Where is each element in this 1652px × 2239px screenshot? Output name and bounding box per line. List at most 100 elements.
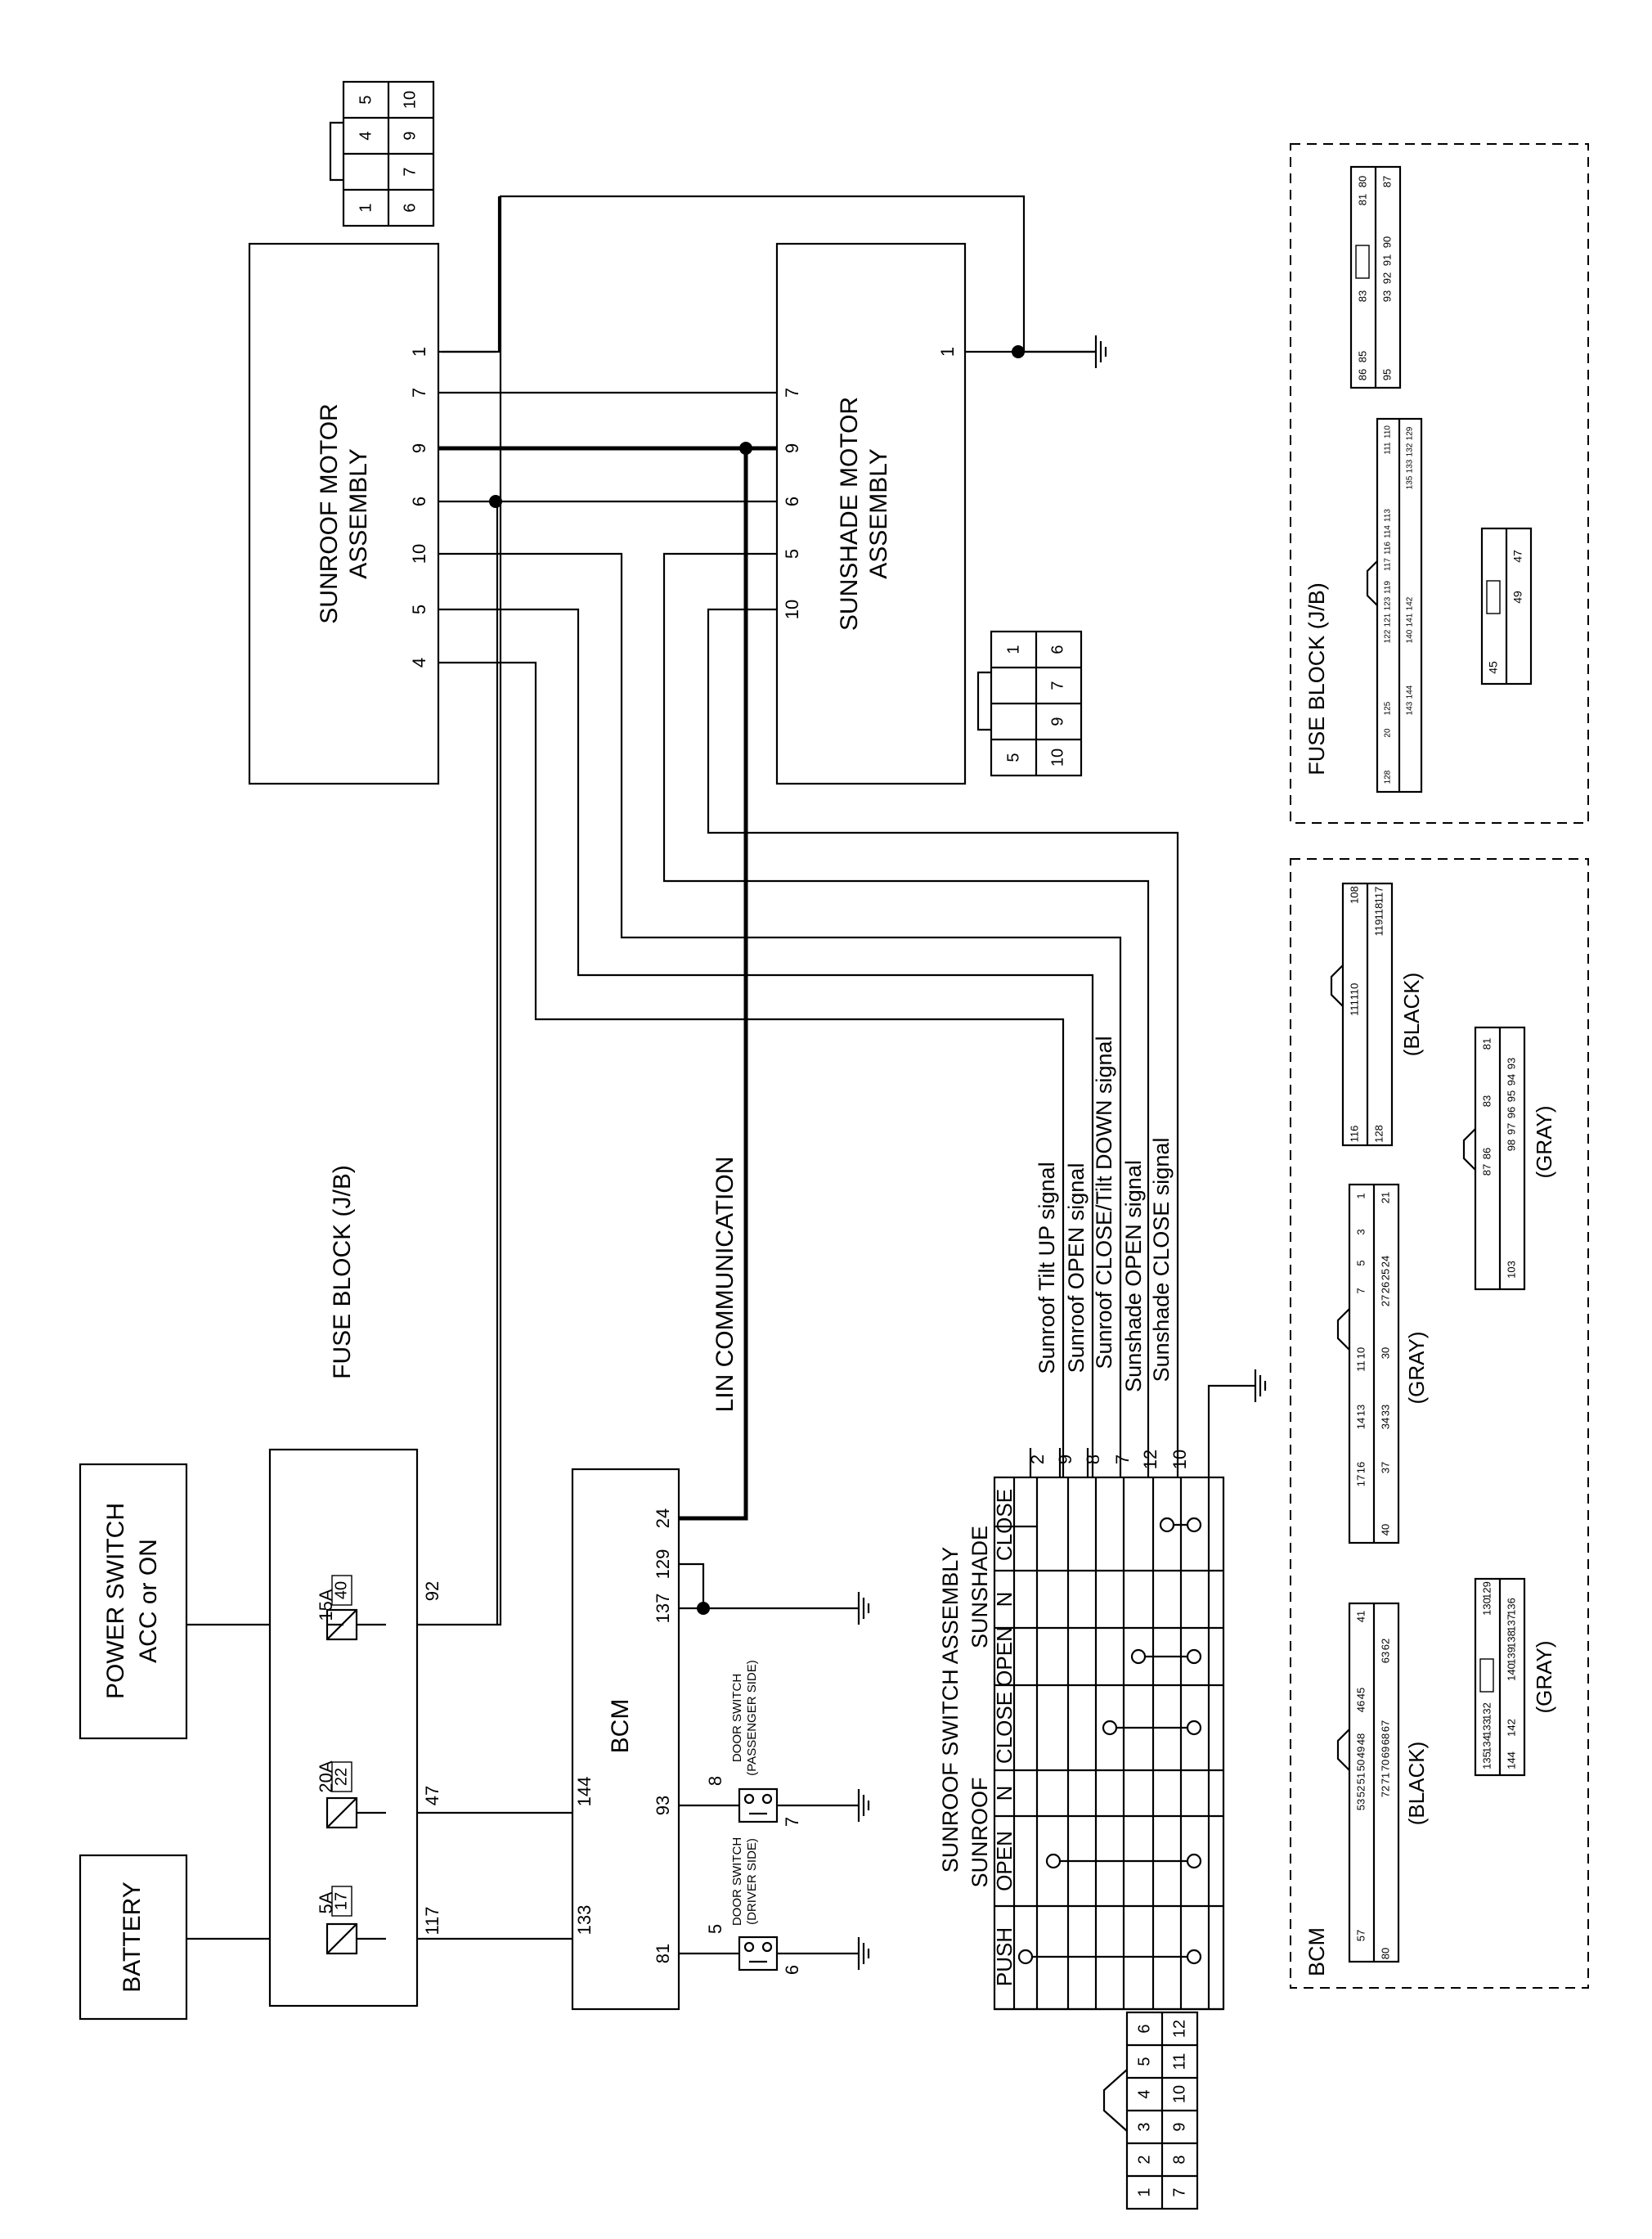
svg-text:ASSEMBLY: ASSEMBLY — [865, 448, 892, 579]
svg-text:N: N — [992, 1592, 1017, 1607]
svg-text:121: 121 — [1384, 613, 1393, 627]
svg-text:OPEN: OPEN — [992, 1831, 1017, 1891]
svg-text:21: 21 — [1379, 1192, 1391, 1203]
svg-text:N: N — [992, 1786, 1017, 1801]
power-switch-label: POWER SWITCH — [102, 1503, 129, 1699]
svg-text:10: 10 — [1048, 749, 1066, 767]
svg-text:Sunroof OPEN signal: Sunroof OPEN signal — [1064, 1163, 1089, 1374]
svg-text:110: 110 — [1384, 425, 1393, 438]
svg-text:135: 135 — [1406, 475, 1415, 489]
svg-text:4: 4 — [409, 658, 429, 668]
svg-text:128: 128 — [1384, 770, 1393, 784]
svg-text:119: 119 — [1384, 581, 1393, 594]
ground-symbols — [857, 335, 1267, 1970]
svg-text:1: 1 — [1354, 1193, 1367, 1198]
svg-text:5: 5 — [409, 605, 429, 614]
sunshade-motor-connector: 5 1 10 9 7 6 — [976, 630, 1083, 777]
svg-text:70: 70 — [1379, 1760, 1391, 1771]
svg-text:(GRAY): (GRAY) — [1404, 1331, 1429, 1404]
svg-text:117: 117 — [1384, 558, 1393, 571]
svg-text:133: 133 — [1406, 459, 1415, 473]
svg-text:9: 9 — [1048, 717, 1066, 726]
svg-text:33: 33 — [1379, 1405, 1391, 1416]
svg-text:1: 1 — [357, 203, 375, 212]
svg-text:49: 49 — [1354, 1747, 1367, 1758]
svg-text:25: 25 — [1379, 1269, 1391, 1280]
svg-text:86: 86 — [1356, 369, 1368, 380]
svg-text:9: 9 — [401, 131, 419, 140]
svg-text:130: 130 — [1480, 1598, 1493, 1616]
bcm-pin: 129 — [653, 1549, 673, 1580]
switch-assembly-table: SUNROOF SWITCH ASSEMBLY SUNROOF SUNSHADE… — [938, 1476, 1225, 2011]
svg-text:128: 128 — [1372, 1125, 1385, 1143]
svg-text:93: 93 — [1380, 290, 1393, 302]
svg-text:4: 4 — [357, 131, 375, 140]
svg-text:80: 80 — [1379, 1948, 1391, 1959]
svg-text:34: 34 — [1379, 1418, 1391, 1429]
bcm-pin: 81 — [653, 1944, 673, 1963]
svg-text:10: 10 — [409, 544, 429, 564]
svg-text:95: 95 — [1505, 1090, 1517, 1102]
svg-text:10: 10 — [1169, 1450, 1190, 1469]
svg-text:134: 134 — [1480, 1735, 1493, 1753]
pin-92: 92 — [422, 1581, 442, 1601]
svg-text:14: 14 — [1354, 1418, 1367, 1429]
pin-117: 117 — [422, 1906, 442, 1935]
svg-text:27: 27 — [1379, 1295, 1391, 1306]
svg-text:6: 6 — [1135, 2024, 1153, 2033]
svg-text:13: 13 — [1354, 1405, 1367, 1416]
bcm-pin: 24 — [653, 1508, 673, 1528]
bcm-pin: 93 — [653, 1796, 673, 1815]
svg-text:SUNROOF MOTOR: SUNROOF MOTOR — [316, 403, 343, 623]
svg-text:7: 7 — [401, 167, 419, 176]
svg-text:40: 40 — [1379, 1524, 1391, 1535]
svg-text:93: 93 — [1505, 1058, 1517, 1069]
svg-text:1: 1 — [1135, 2187, 1153, 2196]
sunshade-motor-pins: 7 9 6 5 10 1 — [782, 347, 958, 619]
svg-text:47: 47 — [1511, 550, 1524, 563]
svg-text:6: 6 — [782, 1965, 802, 1975]
svg-text:123: 123 — [1384, 596, 1393, 610]
svg-text:16: 16 — [1354, 1462, 1367, 1473]
svg-text:24: 24 — [1379, 1256, 1391, 1267]
bcm-panel-label: BCM — [1304, 1927, 1329, 1976]
svg-text:96: 96 — [1505, 1107, 1517, 1118]
svg-text:5: 5 — [1004, 753, 1022, 762]
svg-text:Sunroof CLOSE/Tilt DOWN signal: Sunroof CLOSE/Tilt DOWN signal — [1092, 1036, 1116, 1369]
svg-text:5: 5 — [1135, 2057, 1153, 2066]
svg-text:83: 83 — [1480, 1095, 1493, 1107]
svg-text:142: 142 — [1406, 596, 1415, 610]
svg-text:142: 142 — [1505, 1719, 1517, 1737]
svg-text:Sunshade CLOSE signal: Sunshade CLOSE signal — [1149, 1138, 1174, 1383]
svg-text:67: 67 — [1379, 1720, 1391, 1732]
switch-assembly-title: SUNROOF SWITCH ASSEMBLY — [938, 1547, 963, 1873]
svg-text:94: 94 — [1505, 1074, 1517, 1086]
svg-text:135: 135 — [1480, 1751, 1493, 1769]
svg-text:125: 125 — [1384, 701, 1393, 715]
svg-text:46: 46 — [1354, 1701, 1367, 1712]
svg-text:Sunroof Tilt UP signal: Sunroof Tilt UP signal — [1035, 1162, 1059, 1374]
svg-text:6: 6 — [401, 203, 419, 212]
svg-text:136: 136 — [1505, 1598, 1517, 1616]
svg-text:SUNSHADE MOTOR: SUNSHADE MOTOR — [836, 397, 863, 631]
svg-text:2: 2 — [1027, 1454, 1048, 1464]
svg-text:83: 83 — [1356, 290, 1368, 302]
svg-text:5: 5 — [1354, 1260, 1367, 1266]
svg-text:7: 7 — [782, 1817, 802, 1827]
svg-text:129: 129 — [1406, 426, 1415, 440]
svg-text:9: 9 — [409, 443, 429, 453]
svg-text:81: 81 — [1480, 1038, 1493, 1050]
svg-text:68: 68 — [1379, 1733, 1391, 1745]
svg-text:(PASSENGER SIDE): (PASSENGER SIDE) — [745, 1660, 759, 1775]
svg-text:138: 138 — [1505, 1630, 1517, 1648]
fuse-panel-label: FUSE BLOCK (J/B) — [1304, 582, 1329, 776]
svg-text:(BLACK): (BLACK) — [1399, 973, 1424, 1057]
bcm-pin: 133 — [574, 1905, 595, 1936]
svg-text:62: 62 — [1379, 1639, 1391, 1650]
svg-text:9: 9 — [1170, 2122, 1188, 2131]
svg-text:(BLACK): (BLACK) — [1404, 1742, 1429, 1826]
svg-text:26: 26 — [1379, 1282, 1391, 1293]
fuse-block-label: FUSE BLOCK (J/B) — [329, 1165, 356, 1379]
sunroof-motor: SUNROOF MOTOR ASSEMBLY — [248, 242, 440, 785]
svg-text:52: 52 — [1354, 1786, 1367, 1797]
